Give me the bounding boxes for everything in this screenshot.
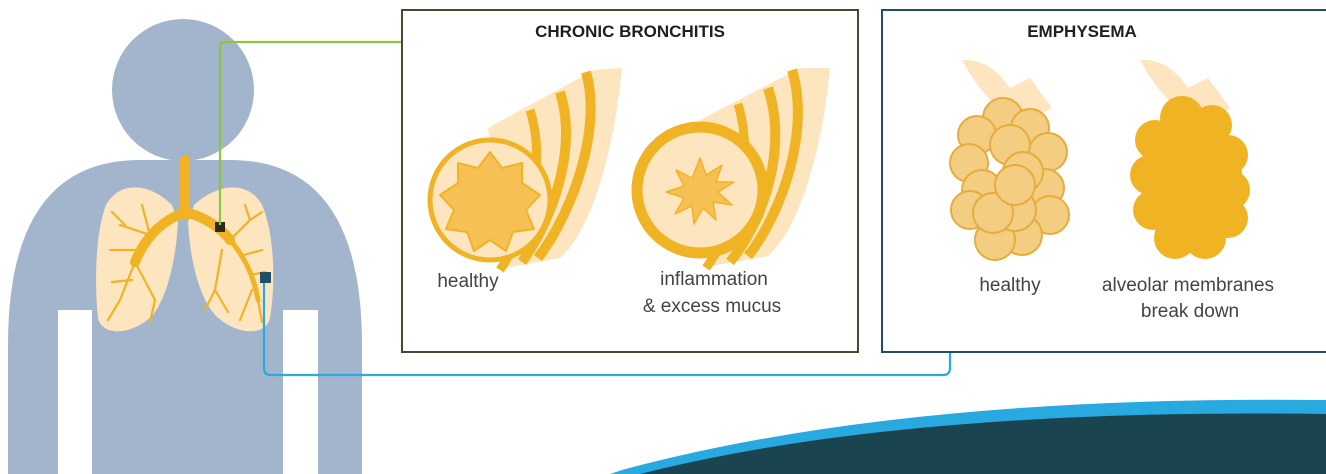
emphysema-damaged-label-line1: alveolar membranes: [1102, 275, 1274, 296]
person-silhouette: [8, 19, 362, 474]
emphysema-marker: [260, 272, 271, 283]
emphysema-panel: EMPHYSEMA: [882, 10, 1326, 352]
emphysema-damaged-label-line2: break down: [1141, 301, 1239, 322]
bronchitis-title: CHRONIC BRONCHITIS: [535, 22, 725, 41]
bronchitis-healthy-label: healthy: [437, 271, 499, 292]
bronchitis-panel: CHRONIC BRONCHITIS healthy inflammation …: [402, 10, 858, 352]
decorative-wave: [610, 400, 1326, 474]
emphysema-title: EMPHYSEMA: [1027, 22, 1137, 41]
emphysema-healthy-label: healthy: [979, 275, 1041, 296]
bronchitis-inflamed-label-line2: & excess mucus: [643, 296, 781, 317]
bronchitis-inflamed-label-line1: inflammation: [660, 269, 768, 290]
